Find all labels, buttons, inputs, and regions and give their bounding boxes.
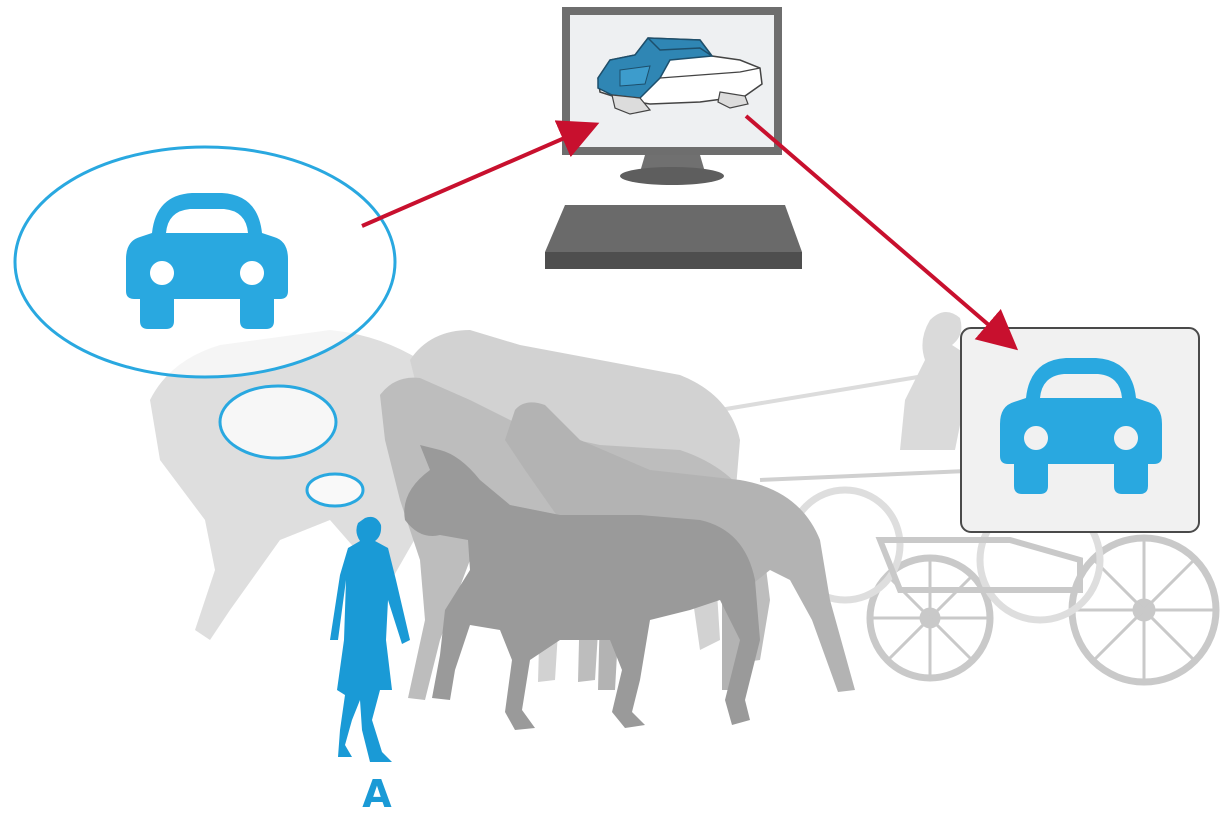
keyboard bbox=[545, 205, 802, 269]
monitor-stand bbox=[620, 167, 724, 185]
thought-bubble-group bbox=[13, 145, 397, 508]
thought-bubble-small bbox=[305, 472, 365, 508]
computer-monitor bbox=[562, 7, 782, 185]
output-panel bbox=[960, 327, 1200, 533]
arrow-thought-to-monitor bbox=[361, 120, 600, 228]
carriage-rear-wheel bbox=[1068, 534, 1220, 686]
3d-car-model-icon bbox=[597, 37, 763, 115]
flow-arrows bbox=[361, 114, 1019, 351]
horse-front bbox=[404, 445, 760, 730]
horse-silhouettes bbox=[150, 330, 855, 730]
thought-bubble-medium bbox=[218, 384, 338, 460]
arrow-monitor-to-panel bbox=[744, 114, 1019, 351]
keyboard-top bbox=[545, 205, 802, 252]
keyboard-front bbox=[545, 252, 802, 269]
person-label: A bbox=[362, 772, 392, 816]
carriage-front-wheel bbox=[866, 554, 994, 682]
person-silhouette bbox=[330, 516, 410, 762]
